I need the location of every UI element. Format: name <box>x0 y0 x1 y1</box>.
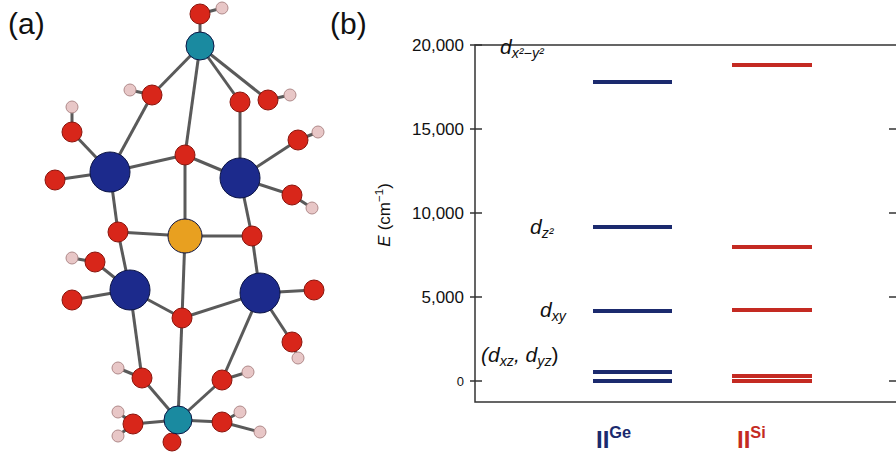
plot-frame <box>470 45 896 402</box>
orbital-label: xy <box>552 308 566 324</box>
compound-label-group: IIGe <box>596 424 631 452</box>
orbital-label-group: dxy <box>540 299 566 324</box>
tick-label-group: 5,000 <box>421 289 464 306</box>
panel-letter-group: (b) <box>330 9 367 39</box>
orbital-label: x²−y² <box>512 45 544 61</box>
orbital-label: (d <box>481 343 500 366</box>
tick-label: 5,000 <box>421 288 464 307</box>
orbital-label: yz <box>537 353 551 369</box>
tick-label: 15,000 <box>412 120 464 139</box>
axis-title-group: E (cm−1) <box>374 183 393 247</box>
axis-title: E <box>374 235 393 246</box>
axis-title: (cm <box>374 202 393 230</box>
orbital-label: d <box>540 298 552 321</box>
tick-label-group: 10,000 <box>412 205 464 222</box>
energy-levels-si <box>732 65 812 381</box>
orbital-label-group: dz² <box>530 216 554 241</box>
orbital-label: d <box>500 35 512 58</box>
tick-label: 10,000 <box>412 204 464 223</box>
tick-label: 0 <box>457 374 464 389</box>
panel-letter-group: (a) <box>8 9 45 39</box>
oxygen-atoms <box>45 4 324 451</box>
orbital-label: d <box>530 215 542 238</box>
compound-label: Ge <box>609 423 631 441</box>
tick-label-group: 15,000 <box>412 121 464 138</box>
tick-label: 20,000 <box>412 36 464 55</box>
panel-letter: (a) <box>8 7 45 40</box>
orbital-label: xz <box>500 353 514 369</box>
orbital-label-group: dx²−y² <box>500 36 544 61</box>
metal-atoms <box>90 32 280 434</box>
compound-label-group: IISi <box>737 424 766 452</box>
axis-title: ) <box>374 183 393 189</box>
hydrogen-atoms <box>66 2 324 442</box>
compound-label: Si <box>750 423 765 441</box>
orbital-label: ) <box>552 343 559 366</box>
energy-levels-ge <box>593 82 672 381</box>
orbital-label-group: (dxz, dyz) <box>481 344 559 369</box>
panel-letter: (b) <box>330 7 367 40</box>
compound-label: II <box>737 426 750 452</box>
orbital-label: z² <box>542 225 554 241</box>
axis-title: −1 <box>373 189 385 202</box>
tick-label-group: 0 <box>457 375 464 388</box>
molecule-bonds <box>55 8 318 442</box>
compound-label: II <box>596 426 609 452</box>
orbital-label: , d <box>514 343 537 366</box>
tick-label-group: 20,000 <box>412 37 464 54</box>
